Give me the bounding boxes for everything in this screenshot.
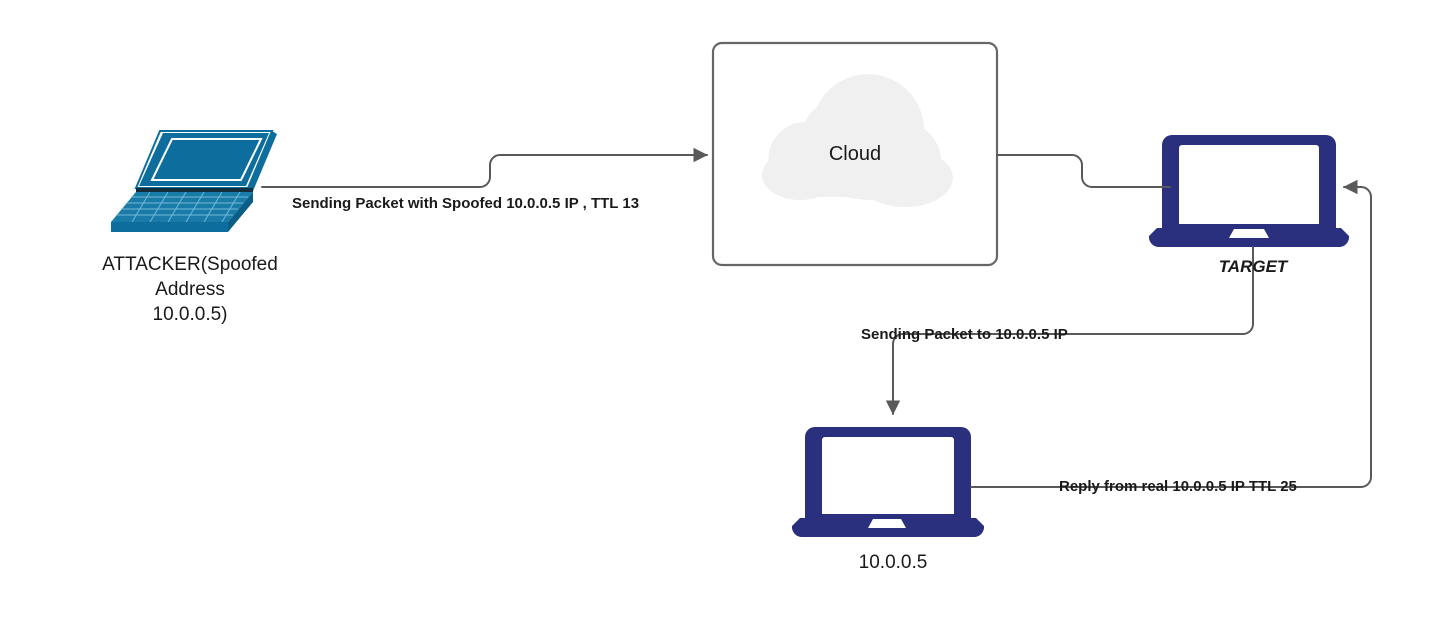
laptop-front-icon	[1148, 135, 1350, 247]
attacker-label: ATTACKER(Spoofed Address 10.0.0.5)	[102, 254, 278, 325]
laptop-isometric-icon	[111, 130, 277, 232]
victim-node[interactable]	[791, 427, 985, 537]
cloud-label: Cloud	[828, 143, 882, 165]
edge-label-victim-to-target: Reply from real 10.0.0.5 IP TTL 25	[1059, 478, 1297, 495]
target-label: TARGET	[1218, 257, 1288, 276]
edge-attacker-to-cloud[interactable]	[261, 147, 708, 188]
cloud-icon	[762, 74, 953, 207]
edge-cloud-to-target[interactable]	[996, 154, 1171, 188]
cloud-node[interactable]	[711, 41, 999, 267]
laptop-front-icon	[791, 427, 985, 537]
attacker-node[interactable]	[111, 130, 277, 232]
edge-target-to-victim[interactable]	[885, 246, 1254, 415]
edge-label-attacker-to-cloud: Sending Packet with Spoofed 10.0.0.5 IP …	[292, 195, 640, 212]
edge-victim-to-target[interactable]	[970, 179, 1372, 488]
edge-label-target-to-victim: Sending Packet to 10.0.0.5 IP	[861, 326, 1068, 343]
target-node[interactable]	[1148, 135, 1350, 247]
victim-label: 10.0.0.5	[858, 552, 928, 573]
